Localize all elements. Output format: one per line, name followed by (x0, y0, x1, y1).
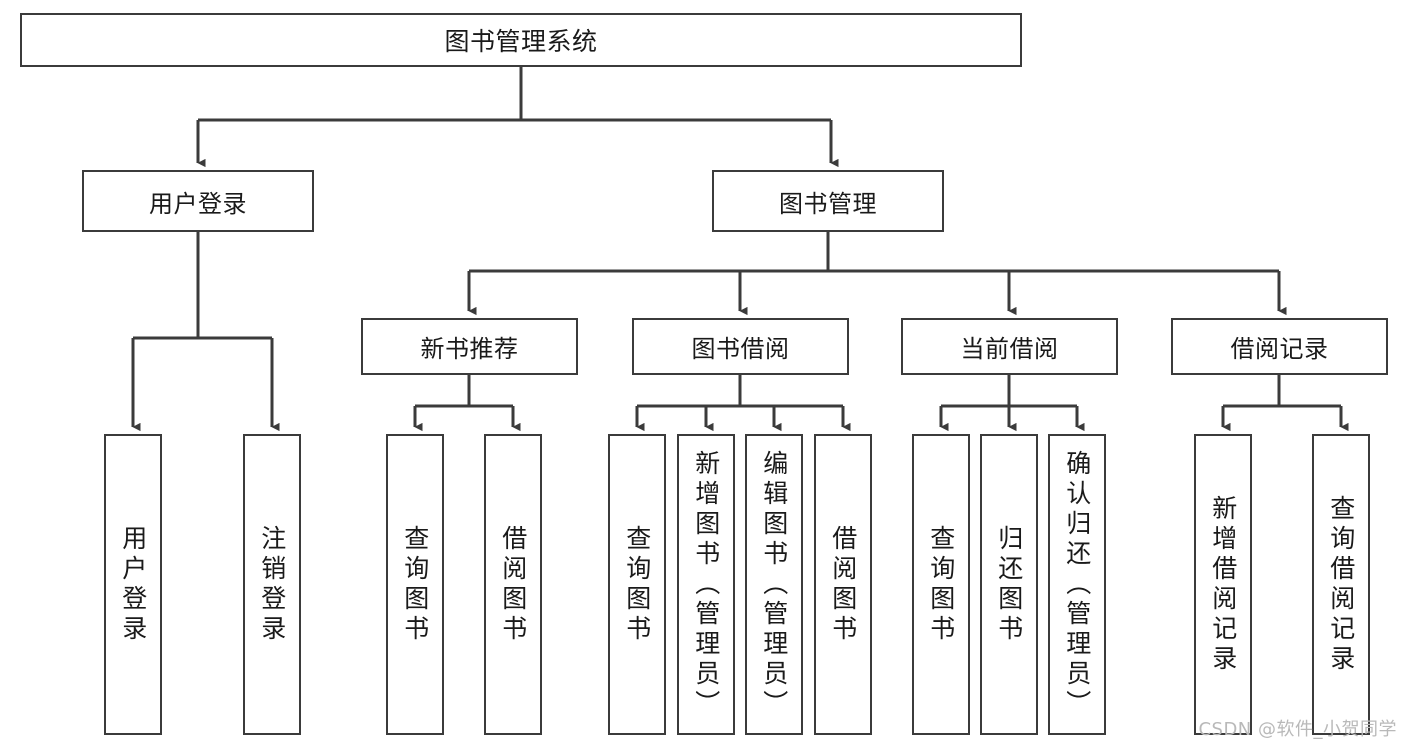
node-label: 借阅记录 (1230, 335, 1329, 363)
leaf-borrow-book-recommend[interactable]: 借阅图书 (484, 434, 542, 735)
node-label: 确认归还（管理员） (1062, 449, 1092, 720)
node-label: 查询图书 (400, 524, 430, 645)
node-current-borrow[interactable]: 当前借阅 (901, 318, 1118, 375)
leaf-add-borrow-record[interactable]: 新增借阅记录 (1194, 434, 1252, 735)
node-label: 用户登录 (118, 524, 148, 645)
node-label: 借阅图书 (828, 524, 858, 645)
node-label: 新增图书（管理员） (691, 449, 721, 720)
leaf-query-book-borrow[interactable]: 查询图书 (608, 434, 666, 735)
node-label: 查询借阅记录 (1326, 494, 1356, 675)
node-label: 图书管理系统 (444, 27, 598, 56)
leaf-add-book-admin[interactable]: 新增图书（管理员） (677, 434, 735, 735)
node-user-login[interactable]: 用户登录 (82, 170, 314, 232)
node-label: 编辑图书（管理员） (759, 449, 789, 720)
leaf-query-book-recommend[interactable]: 查询图书 (386, 434, 444, 735)
node-label: 查询图书 (926, 524, 956, 645)
leaf-query-borrow-record[interactable]: 查询借阅记录 (1312, 434, 1370, 735)
node-label: 新增借阅记录 (1208, 494, 1238, 675)
node-label: 当前借阅 (960, 335, 1059, 363)
leaf-user-login[interactable]: 用户登录 (104, 434, 162, 735)
leaf-confirm-return-admin[interactable]: 确认归还（管理员） (1048, 434, 1106, 735)
node-label: 借阅图书 (498, 524, 528, 645)
node-label: 图书管理 (779, 189, 877, 218)
node-label: 图书借阅 (691, 335, 790, 363)
leaf-edit-book-admin[interactable]: 编辑图书（管理员） (745, 434, 803, 735)
node-root-system[interactable]: 图书管理系统 (20, 13, 1022, 67)
leaf-borrow-book[interactable]: 借阅图书 (814, 434, 872, 735)
node-label: 用户登录 (149, 189, 247, 218)
leaf-query-book-current[interactable]: 查询图书 (912, 434, 970, 735)
leaf-logout[interactable]: 注销登录 (243, 434, 301, 735)
node-label: 查询图书 (622, 524, 652, 645)
node-label: 新书推荐 (420, 335, 519, 363)
node-label: 归还图书 (994, 524, 1024, 645)
node-book-management[interactable]: 图书管理 (712, 170, 944, 232)
leaf-return-book[interactable]: 归还图书 (980, 434, 1038, 735)
node-label: 注销登录 (257, 524, 287, 645)
csdn-watermark: CSDN @软件_小贺同学 (1198, 719, 1397, 740)
node-borrow-record[interactable]: 借阅记录 (1171, 318, 1388, 375)
node-book-borrow[interactable]: 图书借阅 (632, 318, 849, 375)
node-new-book-recommend[interactable]: 新书推荐 (361, 318, 578, 375)
